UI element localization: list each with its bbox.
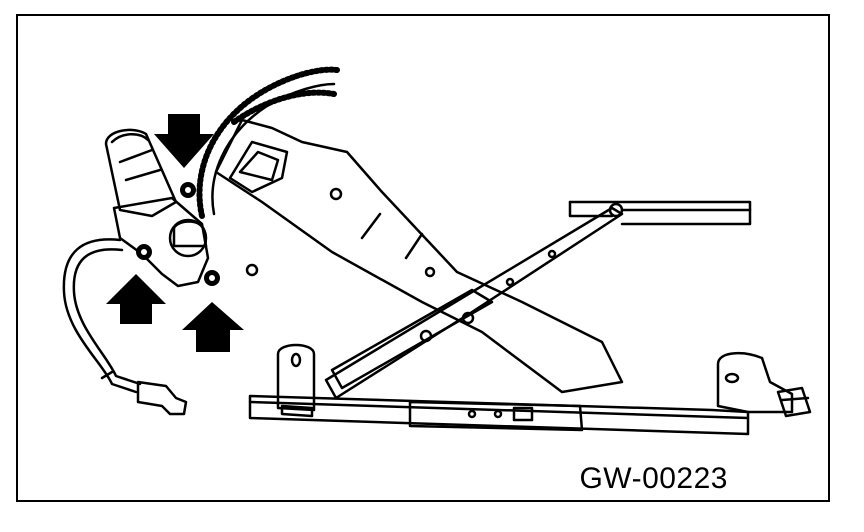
equalizer-arm [324, 202, 624, 400]
arrow-down-icon [154, 114, 214, 168]
upper-guide-channel [568, 200, 752, 226]
bolts [136, 182, 220, 286]
diagram-frame [16, 14, 830, 502]
lift-arm [214, 118, 624, 394]
callout-arrows [106, 114, 244, 352]
arrow-up-icon [182, 302, 244, 352]
sector-gear [196, 66, 340, 219]
lower-guide-rail [248, 394, 750, 436]
left-mounting-bracket [276, 343, 316, 418]
arrow-up-icon [106, 274, 166, 324]
window-regulator-drawing [62, 66, 812, 436]
right-mounting-bracket [716, 351, 812, 418]
figure-code-label: GW-00223 [579, 462, 728, 495]
window-motor [104, 128, 210, 288]
motor-wire-harness [62, 238, 188, 416]
